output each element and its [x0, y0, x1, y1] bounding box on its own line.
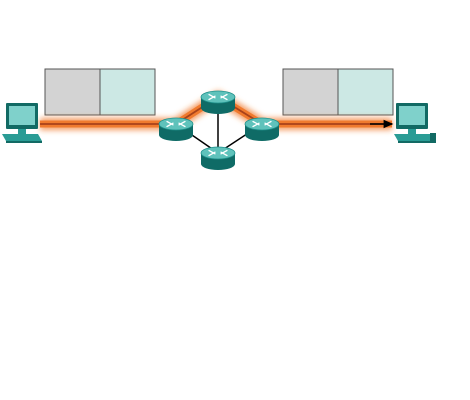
- packet-right-header: [282, 68, 339, 116]
- packet-right-payload: [337, 68, 394, 116]
- packet-left-header: [44, 68, 101, 116]
- packet-left-payload: [99, 68, 156, 116]
- packet-left: [44, 68, 156, 116]
- packet-right: [282, 68, 394, 116]
- router-icon: [200, 90, 236, 114]
- router-icon: [244, 117, 280, 141]
- router-icon: [200, 146, 236, 170]
- router-icon: [158, 117, 194, 141]
- pc-icon: [2, 103, 42, 143]
- pc-icon: [394, 103, 436, 143]
